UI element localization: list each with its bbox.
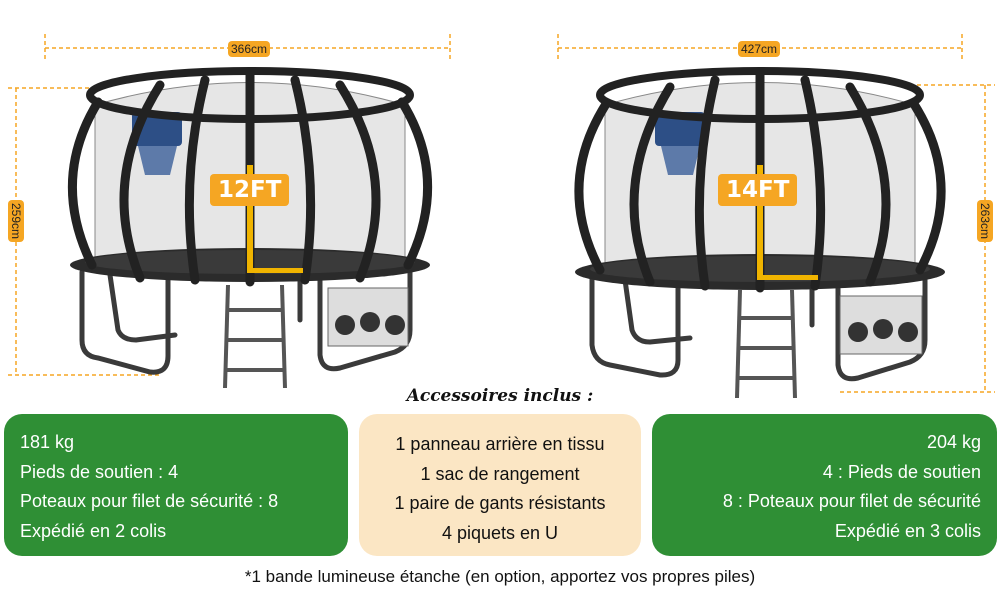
accessory-item: 1 panneau arrière en tissu	[395, 434, 605, 454]
left-size-badge: 12FT	[210, 174, 290, 206]
left-height-label: 259cm	[8, 200, 24, 243]
right-specs-box: 204 kg 4 : Pieds de soutien 8 : Poteaux …	[652, 414, 997, 556]
right-spec-shipping: Expédié en 3 colis	[834, 520, 981, 541]
product-illustration	[8, 34, 995, 399]
accessory-item: 1 paire de gants résistants	[394, 493, 606, 513]
accessories-title: Accessoires inclus :	[406, 386, 594, 406]
left-width-label: 366cm	[228, 41, 271, 57]
left-spec-shipping: Expédié en 2 colis	[20, 520, 167, 541]
right-width-label: 427cm	[738, 41, 781, 57]
accessories-box: 1 panneau arrière en tissu 1 sac de rang…	[359, 414, 641, 556]
right-spec-weight: 204 kg	[926, 432, 981, 452]
right-spec-legs: 4 : Pieds de soutien	[822, 461, 981, 482]
left-spec-weight: 181 kg	[20, 432, 75, 452]
left-specs-box: 181 kg Pieds de soutien : 4 Poteaux pour…	[4, 414, 348, 556]
right-size-badge: 14FT	[718, 174, 798, 206]
accessory-item: 1 sac de rangement	[420, 463, 580, 484]
left-spec-legs: Pieds de soutien : 4	[20, 461, 179, 482]
left-trampoline-image	[8, 34, 451, 389]
right-spec-poles: 8 : Poteaux pour filet de sécurité	[722, 491, 981, 511]
footnote: *1 bande lumineuse étanche (en option, a…	[244, 567, 756, 586]
accessory-item: 4 piquets en U	[441, 522, 559, 543]
right-height-label: 263cm	[977, 200, 993, 243]
left-spec-poles: Poteaux pour filet de sécurité : 8	[20, 491, 279, 511]
right-trampoline-image	[557, 34, 995, 399]
